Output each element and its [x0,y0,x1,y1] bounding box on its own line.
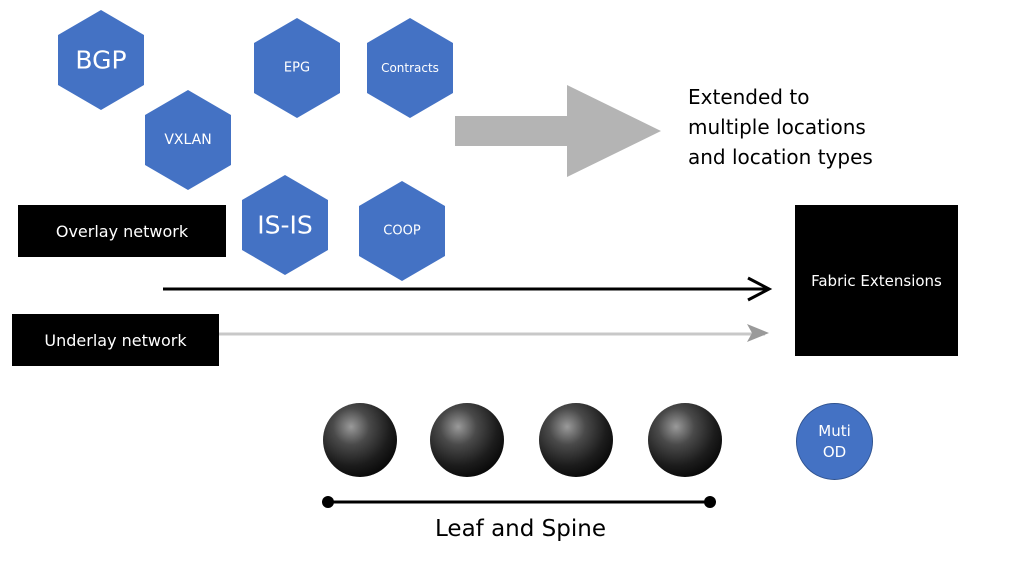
leaf-spine-node [430,403,504,477]
underlay-arrow [219,324,769,342]
hexagon-shape [367,18,453,118]
hexagon-shape [242,175,328,275]
hexagon-vxlan: VXLAN [145,90,231,190]
leaf-spine-node [323,403,397,477]
hexagon-contracts: Contracts [367,18,453,118]
hexagon-label-bgp: BGP [75,46,126,75]
overlay-arrow [163,276,773,302]
underlay-network-box: Underlay network [12,314,219,366]
hexagon-label-coop: COOP [383,224,421,239]
hexagon-label-vxlan: VXLAN [164,132,211,148]
hexagon-coop: COOP [359,181,445,281]
hexagon-is-is: IS-IS [242,175,328,275]
hexagon-label-contracts: Contracts [381,61,439,75]
big-arrow [455,85,661,177]
underlay-arrow-head [747,324,769,342]
muti-od-circle: Muti OD [796,403,873,480]
leaf-spine-label: Leaf and Spine [435,516,606,542]
leaf-spine-bar-left-dot [322,496,334,508]
leaf-spine-node [539,403,613,477]
leaf-spine-bar [322,496,716,508]
overlay-network-box: Overlay network [18,205,226,257]
hexagon-shape [145,90,231,190]
fabric-extensions-box: Fabric Extensions [795,205,958,356]
hexagon-label-epg: EPG [284,61,310,76]
hexagon-epg: EPG [254,18,340,118]
overlay-arrow-head [747,276,773,302]
leaf-spine-bar-right-dot [704,496,716,508]
extended-text: Extended to multiple locations and locat… [688,85,873,169]
leaf-spine-node [648,403,722,477]
hexagon-shape [359,181,445,281]
hexagon-bgp: BGP [58,10,144,110]
hexagon-shape [254,18,340,118]
hexagon-label-is-is: IS-IS [257,211,313,240]
hexagon-shape [58,10,144,110]
